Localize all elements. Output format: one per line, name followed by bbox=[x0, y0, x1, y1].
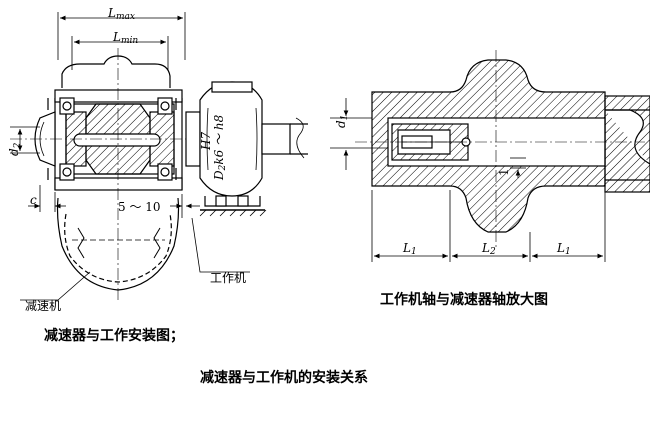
work-machine-label: 工作机 bbox=[210, 271, 246, 285]
l2-label: L2 bbox=[481, 241, 496, 257]
fit-h7-label: H7 bbox=[199, 132, 213, 151]
l1-left-label: L1 bbox=[402, 241, 417, 257]
right-figure-labels: d1 1 L1 L2 L1 工作机轴与减速器轴放大图 bbox=[334, 115, 571, 308]
c-label: c bbox=[30, 193, 37, 207]
bottom-caption: 减速器与工作机的安装关系 bbox=[200, 369, 368, 386]
left-caption: 减速器与工作安装图； bbox=[44, 327, 184, 344]
left-figure-labels: Lmax Lmin d2 c 5 ～ 10 H7 D2k6 ～ h8 工作机 减… bbox=[7, 6, 246, 344]
l1-right-label: L1 bbox=[556, 241, 571, 257]
lmax-label: Lmax bbox=[107, 6, 135, 22]
fit-d2-label: D2k6 ～ h8 bbox=[212, 114, 228, 181]
gap-label: 5 ～ 10 bbox=[118, 200, 161, 214]
small-1-label: 1 bbox=[497, 168, 511, 176]
reducer-label: 减速机 bbox=[25, 299, 61, 313]
right-figure bbox=[330, 50, 650, 262]
left-figure bbox=[10, 12, 308, 301]
d1-label: d1 bbox=[334, 115, 350, 128]
d2-label: d2 bbox=[7, 142, 23, 156]
lmin-label: Lmin bbox=[112, 30, 138, 46]
right-caption: 工作机轴与减速器轴放大图 bbox=[380, 291, 548, 308]
